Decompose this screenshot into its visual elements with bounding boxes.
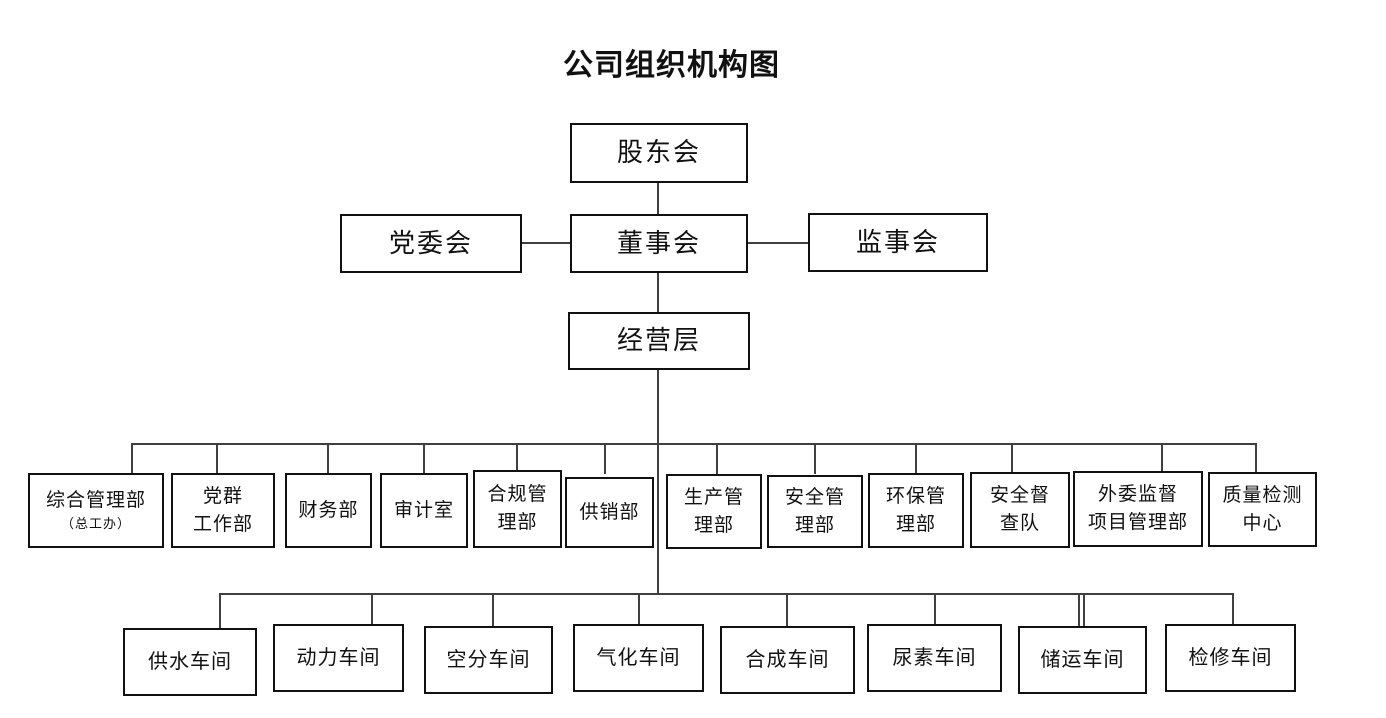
org-node-supervisory: 监事会 bbox=[808, 213, 988, 272]
org-node-dept-general-admin: 综合管理部 （总工办） bbox=[28, 473, 164, 548]
org-node-shop-water-supply: 供水车间 bbox=[123, 628, 257, 696]
connector-shop-drop bbox=[934, 593, 936, 629]
org-node-label: 合规管 bbox=[487, 484, 548, 506]
org-node-label: 外委监督 bbox=[1097, 484, 1178, 506]
org-node-label: 综合管理部 bbox=[45, 490, 146, 512]
org-node-party-committee: 党委会 bbox=[340, 214, 522, 273]
connector-board-management bbox=[657, 273, 659, 312]
connector-dept-drop bbox=[1161, 443, 1163, 474]
org-node-label: 安全督 bbox=[989, 485, 1050, 507]
connector-shop-drop bbox=[638, 593, 640, 629]
connector-shop-drop bbox=[371, 593, 373, 629]
org-node-shop-urea: 尿素车间 bbox=[867, 624, 1002, 692]
org-node-label: 财务部 bbox=[298, 499, 359, 521]
connector-dept-drop bbox=[604, 443, 606, 474]
connector-dept-drop bbox=[131, 443, 133, 474]
org-node-dept-environment: 环保管 理部 bbox=[868, 473, 964, 548]
org-node-dept-quality-testing: 质量检测 中心 bbox=[1208, 472, 1317, 547]
connector-shop-drop bbox=[786, 593, 788, 629]
org-node-label: 监事会 bbox=[855, 227, 940, 257]
org-node-label: 工作部 bbox=[192, 513, 253, 535]
org-node-shop-storage-transport: 储运车间 bbox=[1018, 626, 1147, 694]
org-node-shop-gasification: 气化车间 bbox=[573, 624, 704, 692]
org-node-label: 股东会 bbox=[616, 138, 701, 168]
org-node-label: 查队 bbox=[999, 513, 1040, 534]
connector-dept-drop bbox=[814, 443, 816, 474]
org-node-dept-supply-sales: 供销部 bbox=[565, 477, 654, 548]
connector-board-supervisory bbox=[748, 242, 808, 244]
org-node-dept-compliance: 合规管 理部 bbox=[473, 470, 562, 548]
connector-shop-bar bbox=[219, 593, 1234, 595]
connector-party-board bbox=[522, 242, 570, 244]
org-node-label: 尿素车间 bbox=[892, 646, 977, 669]
org-node-label: 审计室 bbox=[393, 499, 454, 521]
connector-shop-drop-double bbox=[1083, 593, 1085, 629]
connector-dept-drop bbox=[1255, 443, 1257, 474]
org-node-label: 供销部 bbox=[579, 501, 640, 523]
org-node-shop-air-separation: 空分车间 bbox=[424, 626, 553, 694]
org-node-label: 理部 bbox=[497, 512, 538, 533]
org-node-shareholders: 股东会 bbox=[570, 123, 748, 183]
org-node-shop-maintenance: 检修车间 bbox=[1165, 624, 1296, 692]
org-node-label: 质量检测 bbox=[1222, 484, 1303, 506]
connector-shareholders-board bbox=[657, 182, 659, 214]
org-node-label: 中心 bbox=[1242, 512, 1283, 534]
org-node-board: 董事会 bbox=[570, 214, 748, 273]
org-node-label: 党群 bbox=[202, 485, 243, 507]
org-node-label: 经营层 bbox=[616, 326, 701, 356]
org-node-label: 党委会 bbox=[388, 228, 473, 258]
org-node-label: 供水车间 bbox=[148, 650, 232, 673]
org-node-dept-outsourced-projects: 外委监督 项目管理部 bbox=[1073, 471, 1203, 547]
org-node-label: 项目管理部 bbox=[1087, 512, 1188, 533]
org-node-management: 经营层 bbox=[568, 312, 750, 370]
connector-shop-drop bbox=[219, 593, 221, 629]
org-node-dept-safety-inspection: 安全督 查队 bbox=[970, 472, 1070, 548]
org-node-label: 董事会 bbox=[616, 228, 701, 258]
connector-dept-drop bbox=[216, 443, 218, 474]
connector-dept-drop bbox=[516, 443, 518, 474]
org-node-label: 储运车间 bbox=[1040, 648, 1125, 671]
org-node-label: 生产管 bbox=[683, 486, 744, 508]
org-node-label: 空分车间 bbox=[446, 648, 531, 671]
org-node-dept-finance: 财务部 bbox=[285, 473, 372, 548]
connector-trunk bbox=[657, 370, 659, 595]
org-node-label: 理部 bbox=[895, 513, 936, 535]
org-node-label: 安全管 bbox=[784, 486, 845, 508]
org-node-dept-production: 生产管 理部 bbox=[666, 474, 762, 549]
org-node-label: 理部 bbox=[693, 514, 734, 536]
connector-dept-bar bbox=[131, 443, 1257, 445]
connector-shop-drop bbox=[1232, 593, 1234, 629]
connector-shop-drop bbox=[1078, 593, 1080, 629]
connector-dept-drop bbox=[1011, 443, 1013, 474]
org-node-label: 理部 bbox=[794, 514, 835, 536]
org-node-label: 环保管 bbox=[885, 485, 946, 507]
chart-title: 公司组织机构图 bbox=[563, 49, 780, 82]
org-node-label: 合成车间 bbox=[745, 648, 830, 671]
connector-dept-drop bbox=[423, 443, 425, 474]
org-node-shop-synthesis: 合成车间 bbox=[720, 626, 855, 694]
connector-dept-drop bbox=[716, 443, 718, 474]
org-node-label: 气化车间 bbox=[596, 646, 681, 669]
org-node-dept-party-work: 党群 工作部 bbox=[171, 473, 275, 548]
org-node-sublabel: （总工办） bbox=[60, 515, 131, 531]
connector-dept-drop bbox=[915, 443, 917, 474]
org-node-dept-safety: 安全管 理部 bbox=[767, 475, 863, 548]
org-node-label: 检修车间 bbox=[1188, 646, 1273, 669]
org-node-dept-audit: 审计室 bbox=[380, 473, 468, 548]
org-node-shop-power: 动力车间 bbox=[273, 624, 404, 692]
connector-shop-drop bbox=[492, 593, 494, 629]
org-node-label: 动力车间 bbox=[296, 646, 381, 669]
connector-dept-drop bbox=[327, 443, 329, 474]
